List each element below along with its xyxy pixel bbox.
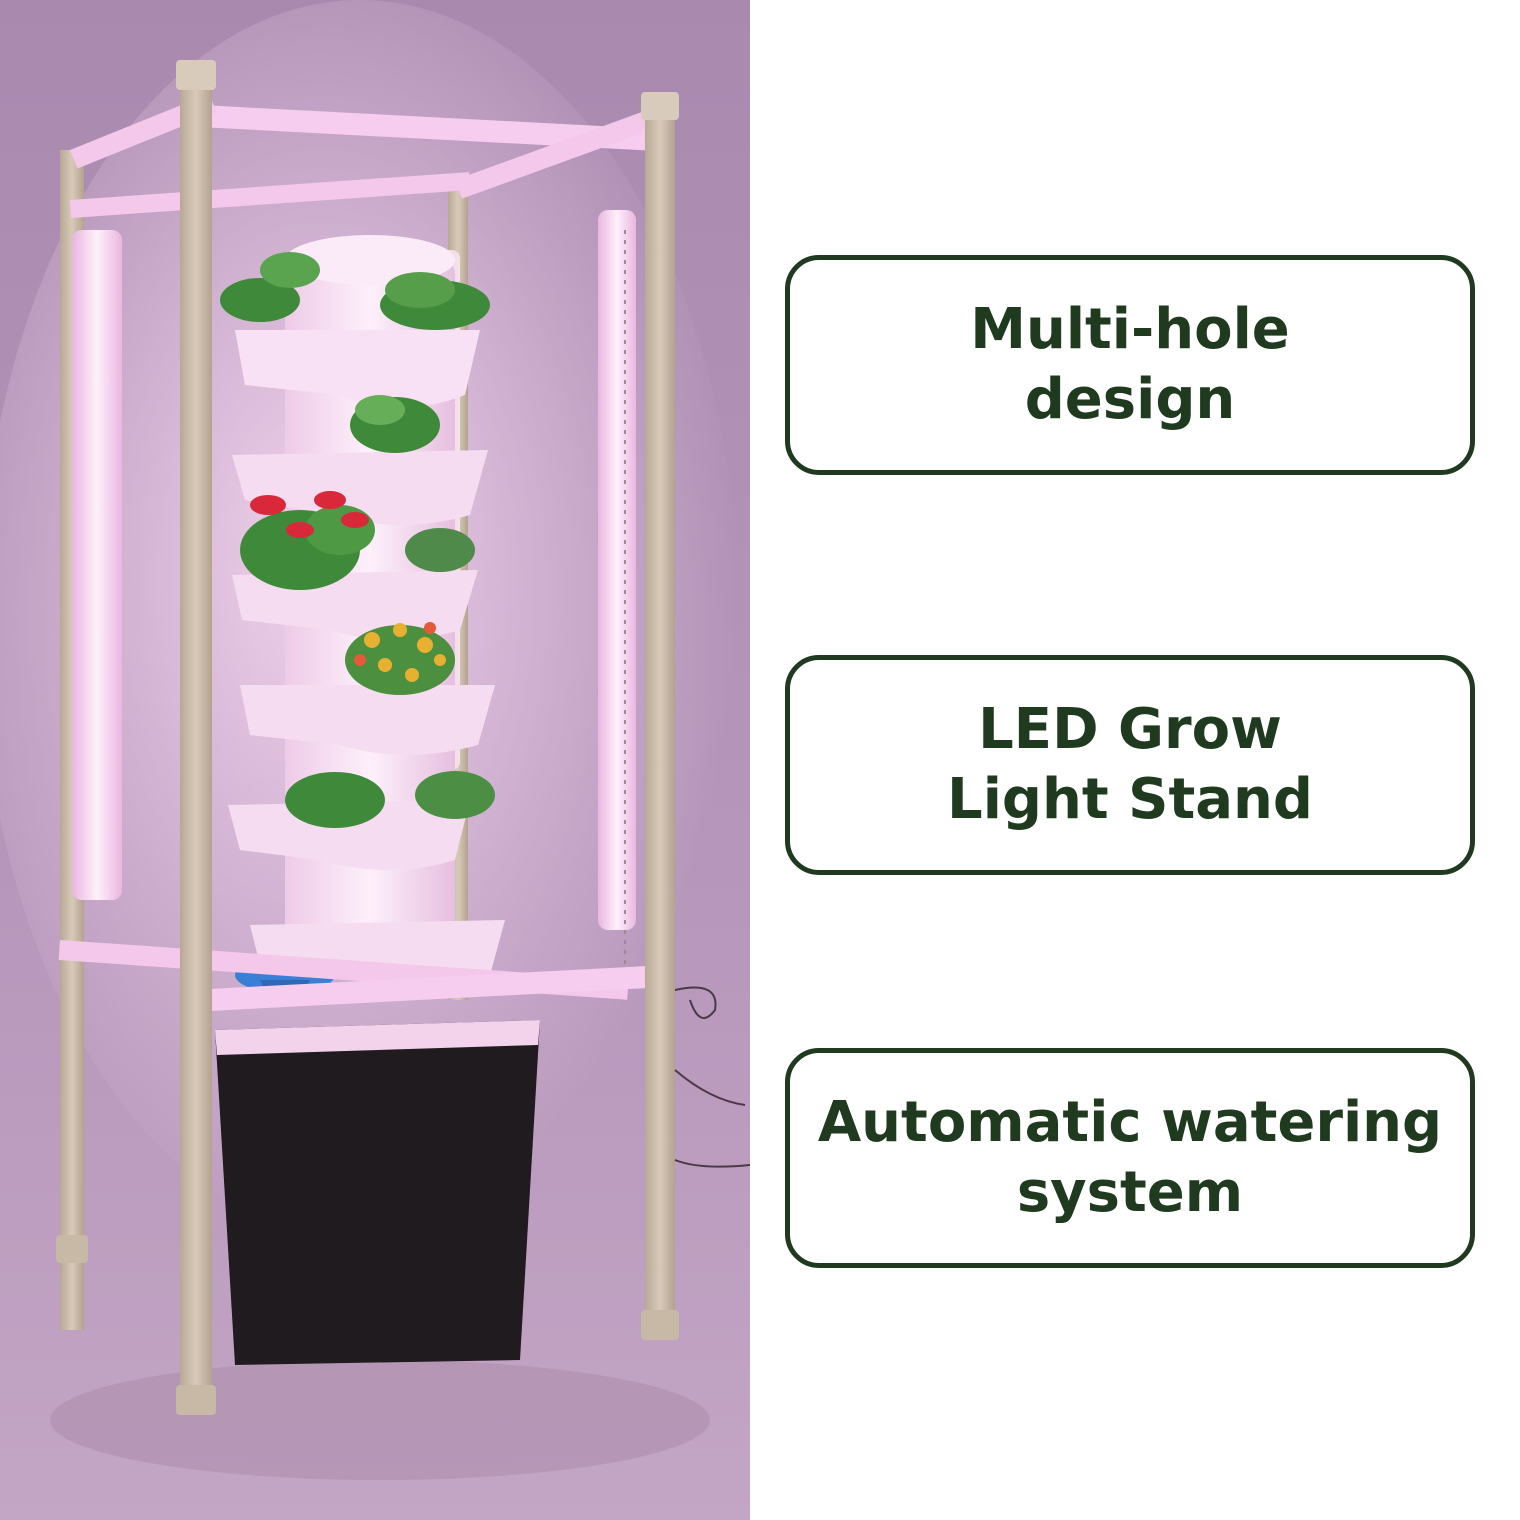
grow-light-left [72, 230, 122, 900]
top-rail-left [69, 93, 217, 169]
feature-label: Multi-hole design [970, 297, 1290, 432]
top-rail-back [70, 172, 471, 218]
front-left-post [180, 65, 212, 1410]
plants [220, 252, 495, 828]
bottom-rail-front [189, 965, 661, 1012]
reservoir-lid [215, 1020, 540, 1055]
feature-box-led-grow-light: LED Grow Light Stand [785, 655, 1475, 875]
feature-box-multi-hole: Multi-hole design [785, 255, 1475, 475]
feature-label: LED Grow Light Stand [947, 697, 1313, 832]
feature-label: Automatic watering system [817, 1090, 1443, 1225]
floor-shadow [50, 1360, 710, 1480]
power-cable [674, 986, 750, 1168]
reservoir-tub [215, 1020, 540, 1365]
front-right-post [645, 95, 675, 1335]
feature-box-automatic-watering: Automatic watering system [785, 1048, 1475, 1268]
top-rail-right [455, 111, 650, 199]
product-photo [0, 0, 750, 1520]
grow-light-right [598, 210, 636, 930]
top-rail-front [198, 104, 660, 152]
